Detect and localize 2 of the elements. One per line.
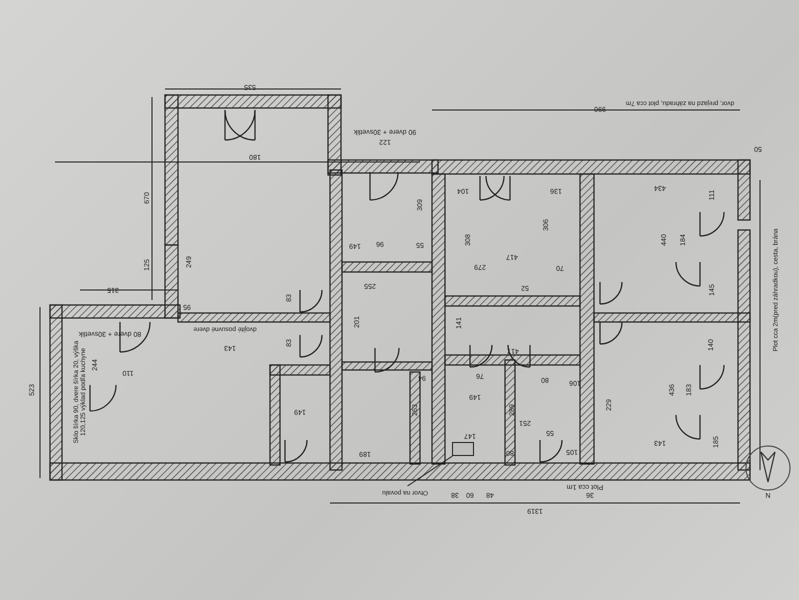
attic-hatch <box>452 442 474 456</box>
leader-line <box>407 456 453 486</box>
